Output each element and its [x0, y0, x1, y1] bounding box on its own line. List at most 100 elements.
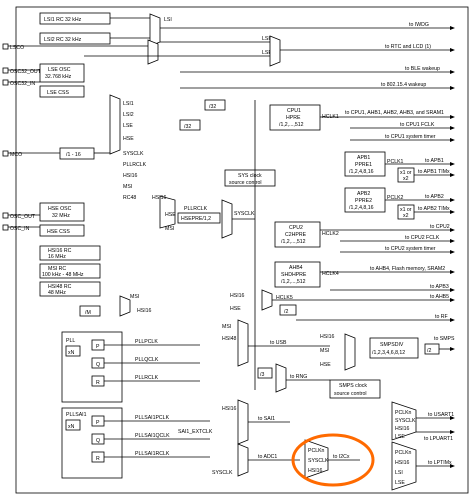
ahb4-prescaler — [274, 261, 321, 288]
arrowhead — [450, 347, 455, 351]
pclk2-label: PCLK2 — [387, 195, 404, 201]
arrowhead — [450, 288, 455, 292]
mco-lsi1: LSI1 — [123, 101, 134, 107]
smps-div2-label: /2 — [427, 348, 431, 354]
smps-div — [369, 337, 419, 359]
sysclk-mux-hsi16: HSI16 — [152, 195, 167, 201]
arrowhead — [450, 115, 455, 119]
usb-mux — [237, 319, 249, 367]
hsepre-label: HSEPRE/1,2 — [181, 216, 211, 222]
lptim-hsi16: HSI16 — [395, 460, 410, 466]
lse-css-block — [39, 85, 85, 98]
pll-r-label: R — [96, 380, 100, 386]
adc1-mux — [237, 443, 249, 477]
hsi48-rc-block — [39, 281, 101, 297]
i2c-sysclk: SYSCLK — [308, 458, 329, 464]
out-cpu1-bus: to CPU1, AHB1, AHB2, AHB3, and SRAM1 — [345, 110, 444, 116]
pllsai1-p-label: P — [96, 420, 100, 426]
usart-pclkn: PCLKn — [395, 410, 412, 416]
apb2-label-3: /1,2,4,8,16 — [349, 205, 374, 211]
arrowhead — [450, 250, 455, 254]
out-apb1: to APB1 — [425, 158, 444, 164]
sys-clock-control — [224, 169, 276, 187]
pin-osc32-out — [2, 67, 9, 74]
i2c-hsi16: HSI16 — [308, 468, 323, 474]
pll-label: PLL — [66, 338, 75, 344]
arrowhead — [450, 138, 455, 142]
hsi48-rc-label-2: 48 MHz — [48, 290, 66, 296]
pll-src-mux — [119, 295, 131, 317]
lse-osc-label-2: 32.768 kHz — [45, 74, 72, 80]
apb2-mult-2: x2 — [403, 213, 409, 219]
hclk5-label: HCLK5 — [276, 295, 293, 301]
pllsai1-xn — [65, 419, 81, 431]
arrowhead — [450, 26, 455, 30]
arrowhead — [450, 228, 455, 232]
ahb4-label-2: SHDHPRE — [281, 272, 307, 278]
out-cpu2-timer: to CPU2 system timer — [385, 246, 436, 252]
arrowhead — [450, 162, 455, 166]
rng-div3-label: /3 — [260, 372, 264, 378]
arrowhead — [450, 48, 455, 52]
hse-osc-label-2: 32 MHz — [52, 213, 70, 219]
lsco-mux — [147, 39, 159, 65]
sai1-mux — [237, 399, 249, 445]
mco-hse: HSE — [123, 136, 134, 142]
arrowhead — [450, 173, 455, 177]
apb2-label-2: PPRE2 — [355, 198, 372, 204]
rtc-mux — [269, 35, 281, 67]
pllqclk-label: PLLQCLK — [135, 357, 159, 363]
arrowhead — [450, 126, 455, 130]
arrowhead — [450, 210, 455, 214]
pllsai1-block — [61, 407, 123, 479]
pll-div-m — [79, 305, 101, 317]
pll-q-label: Q — [96, 362, 100, 368]
hse-osc-block — [39, 202, 85, 222]
pin-label-osc32-in: OSC32_IN — [10, 81, 35, 87]
output-arrowheads — [450, 26, 455, 468]
hse-css-block — [39, 224, 85, 237]
lptim-lse: LSE — [395, 480, 405, 486]
arrowhead — [450, 198, 455, 202]
smps-mux — [344, 333, 356, 371]
pll-src-msi: MSI — [130, 294, 139, 300]
arrowhead — [450, 70, 455, 74]
hse-osc-label-1: HSE OSC — [48, 206, 72, 212]
apb2-mult-1: x1 or — [400, 207, 412, 213]
cpu1-label-2: HPRE — [286, 115, 301, 121]
pll-xn-label: xN — [68, 350, 75, 356]
out-usart1: to USART1 — [428, 412, 454, 418]
mco-div-label: /1 - 16 — [66, 152, 81, 158]
lse-rtc-label: LSE — [262, 50, 272, 56]
lptim-lsi: LSI — [395, 470, 403, 476]
mco-hsi16: HSI16 — [123, 173, 138, 179]
out-rtc-lcd: to RTC and LCD (1) — [385, 44, 431, 50]
out-i2c: to I2Cx — [333, 454, 350, 460]
msi-rc-label-1: MSI RC — [48, 266, 66, 272]
sysclk-source-mux — [221, 199, 233, 239]
pllsai1-q-label: Q — [96, 438, 100, 444]
out-rng: to RNG — [290, 374, 307, 380]
msi-rc-label-2: 100 kHz - 48 MHz — [42, 272, 84, 278]
out-apb2: to APB2 — [425, 194, 444, 200]
out-802: to 802.15.4 wakeup — [381, 82, 426, 88]
apb2-label-1: APB2 — [357, 191, 370, 197]
div32-b — [179, 119, 201, 131]
lse-osc-block — [39, 63, 85, 83]
mco-lsi2: LSI2 — [123, 112, 134, 118]
lsi1-rc-label: LSI1 RC 32 kHz — [44, 17, 82, 23]
arrowhead — [450, 430, 455, 434]
sysclk-label: SYSCLK — [234, 211, 255, 217]
mco-lse: LSE — [123, 123, 133, 129]
arrowhead — [450, 239, 455, 243]
out-cpu1-fclk: to CPU1 FCLK — [400, 122, 435, 128]
lsi1-rc-block — [39, 12, 111, 25]
lptim-pclkn: PCLKn — [395, 450, 412, 456]
rng-div3 — [257, 367, 273, 379]
hse-css-label: HSE CSS — [47, 229, 70, 235]
sysclk-mux — [159, 195, 176, 229]
sys-clock-label-2: source control — [229, 180, 262, 186]
pin-label-osc32-out: OSC32_OUT — [10, 69, 42, 75]
pll-p-label: P — [96, 344, 100, 350]
